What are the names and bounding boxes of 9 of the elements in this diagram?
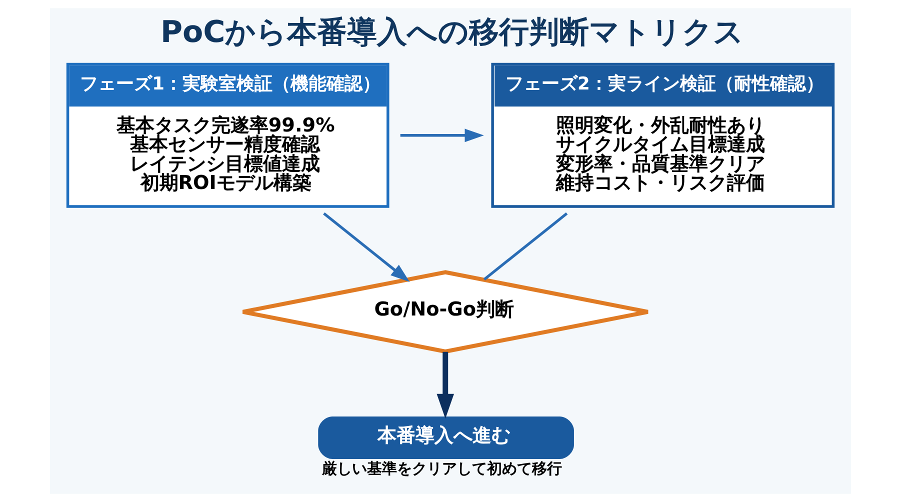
node-label: 厳しい基準をクリアして初めて移行 [322,460,562,478]
connector [482,212,568,280]
diagram-title: PoCから本番導入への移行判断マトリクス [160,14,744,50]
arrow [322,212,410,282]
arrow [436,352,454,419]
node-box: 本番導入へ進む [318,416,574,459]
node-diamond: Go/No-Go判断 [240,270,650,354]
arrow [400,128,484,142]
node-box: フェーズ1：実験室検証（機能確認） 基本タスク完遂率99.9% 基本センサー精度確認 レイテンシ目標値達成 初期ROIモデル構築 [66,62,389,208]
